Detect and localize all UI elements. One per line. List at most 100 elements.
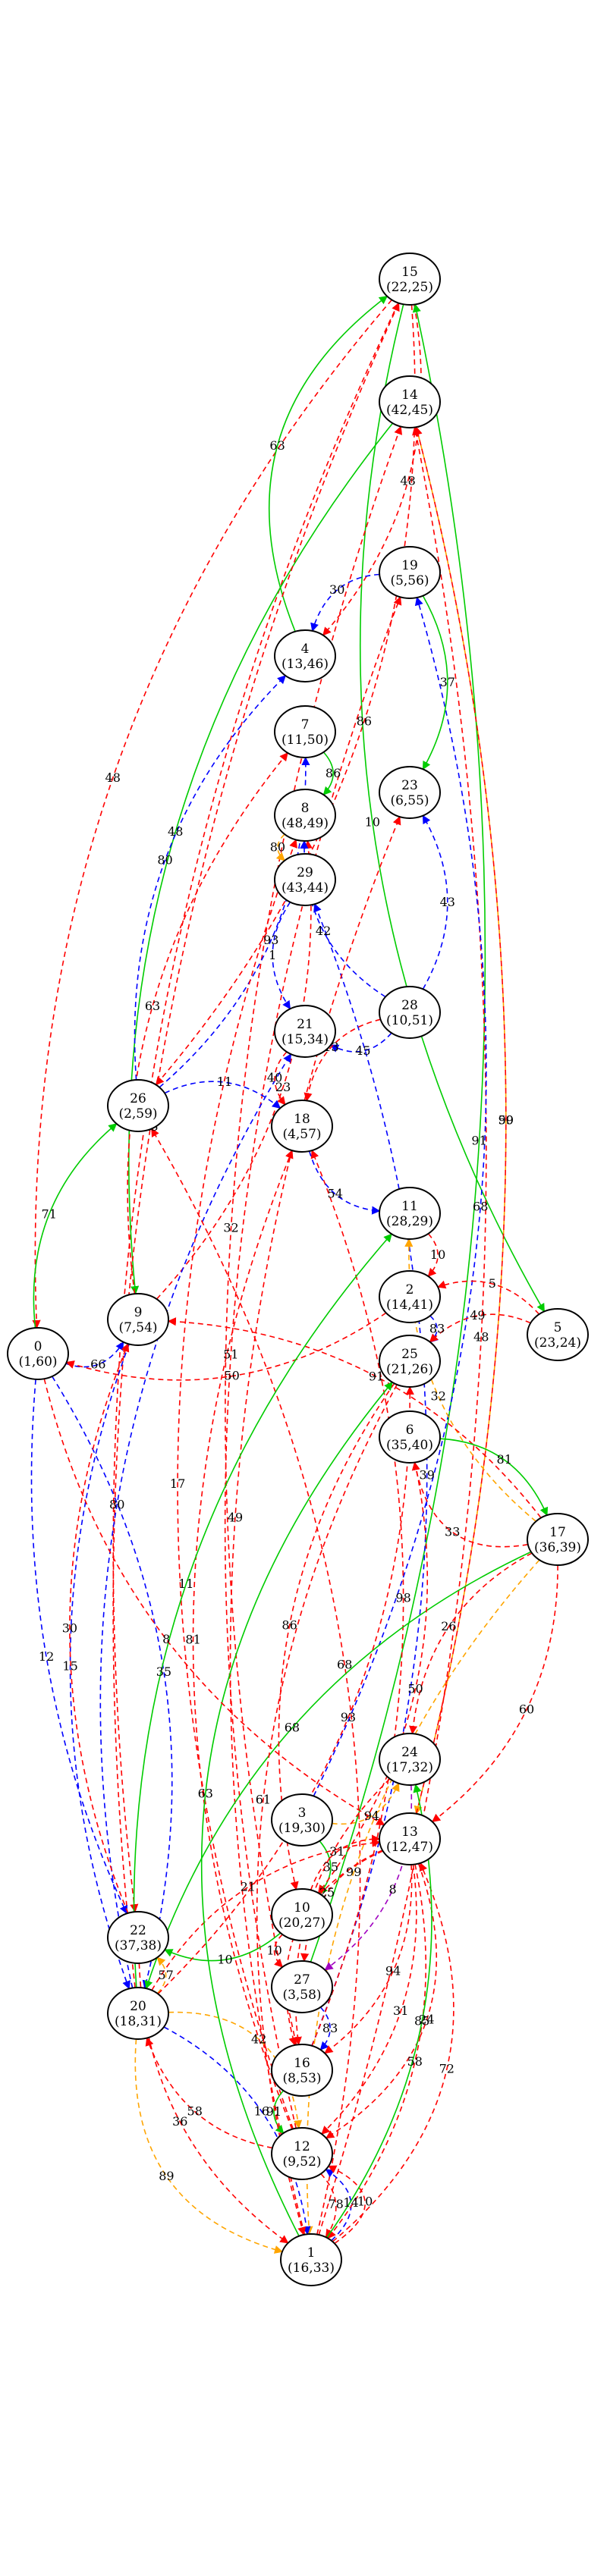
edge-17-to-1	[304, 1559, 540, 2236]
node-24-ellipse	[379, 1733, 441, 1786]
node-9-id: 9	[134, 1305, 143, 1320]
edge-16-to-29	[311, 903, 428, 2047]
edge-6-to-17	[439, 1438, 549, 1517]
node-14: 14(42,45)	[379, 375, 441, 428]
edge-21-to-18	[274, 1051, 288, 1106]
edge-label-1-to-24: 85	[414, 2014, 429, 2028]
node-8-range: (48,49)	[281, 816, 329, 831]
node-15-ellipse	[379, 253, 441, 306]
edge-20-to-22	[156, 1956, 167, 1994]
edge-label-1-to-25: 63	[198, 1786, 213, 1800]
edge-label-14-to-13: 99	[498, 1113, 514, 1128]
edge-29-to-21	[272, 902, 291, 1010]
edge-label-28-to-21: 45	[355, 1043, 370, 1058]
edge-label-26-to-7: 93	[263, 933, 278, 947]
edge-19-to-4	[310, 573, 380, 632]
node-12: 12(9,52)	[271, 2127, 333, 2180]
node-20-ellipse	[107, 1987, 169, 2040]
node-5: 5(23,24)	[527, 1308, 589, 1361]
node-4-range: (13,46)	[281, 657, 329, 672]
edge-label-9-to-7: 63	[145, 999, 160, 1013]
edge-0-to-22	[30, 1379, 127, 1915]
node-26-id: 26	[130, 1091, 146, 1106]
edge-27-to-15	[310, 303, 486, 1963]
edge-0-to-9	[65, 1341, 124, 1368]
node-27-ellipse	[271, 1960, 333, 2013]
edge-13-to-16	[324, 1864, 413, 2054]
node-27: 27(3,58)	[271, 1960, 333, 2013]
node-3: 3(19,30)	[271, 1793, 333, 1846]
edge-15-to-5	[360, 304, 546, 1313]
edge-15-to-22	[112, 303, 399, 1913]
edge-label-3-to-24: 94	[364, 1809, 379, 1823]
node-7-id: 7	[301, 717, 310, 733]
node-25-range: (21,26)	[386, 1362, 433, 1377]
node-10-id: 10	[294, 1900, 310, 1916]
edge-label-11-to-2: 10	[430, 1247, 445, 1262]
node-1-ellipse	[280, 2233, 342, 2286]
node-10-ellipse	[271, 1888, 333, 1941]
edge-label-12-to-8: 17	[170, 1476, 185, 1491]
node-7-ellipse	[274, 705, 336, 758]
edge-label-17-to-1: 99	[346, 1865, 361, 1879]
edge-label-0-to-20: 35	[156, 1665, 171, 1679]
edge-4-to-15	[268, 295, 388, 632]
edge-10-to-13	[310, 1834, 381, 1890]
edge-label-9-to-8: 23	[275, 1080, 291, 1094]
node-14-range: (42,45)	[386, 403, 433, 418]
edge-9-to-8	[156, 839, 313, 1300]
edge-1-to-12	[325, 2169, 352, 2242]
edge-label-13-to-1: 58	[407, 2054, 423, 2069]
node-18-ellipse	[271, 1100, 333, 1153]
edge-16-to-18	[310, 1150, 404, 2047]
node-15-id: 15	[401, 265, 418, 280]
edge-13-to-14	[414, 426, 507, 1815]
node-8-ellipse	[274, 789, 336, 842]
edge-12-to-8	[177, 839, 297, 2129]
edge-25-to-1	[256, 1384, 398, 2236]
edge-13-to-12	[321, 1864, 417, 2135]
node-10-range: (20,27)	[278, 1916, 326, 1931]
edge-label-16-to-18: 98	[395, 1591, 410, 1605]
edge-1-to-14	[318, 426, 487, 2236]
edge-label-16-to-29: 39	[420, 1467, 435, 1482]
node-11-range: (28,29)	[386, 1214, 433, 1229]
edge-label-10-to-27: 10	[266, 1944, 281, 1958]
node-18-range: (4,57)	[282, 1127, 321, 1142]
node-15-range: (22,25)	[386, 280, 433, 295]
edge-label-22-to-9: 30	[62, 1621, 77, 1636]
node-0-range: (1,60)	[18, 1354, 57, 1370]
edge-label-10-to-13: 31	[329, 1844, 344, 1859]
node-0-id: 0	[34, 1339, 42, 1354]
edge-label-17-to-9: 91	[369, 1369, 384, 1383]
node-17: 17(36,39)	[527, 1513, 589, 1566]
node-16-range: (8,53)	[282, 2071, 321, 2086]
edge-label-26-to-4: 80	[157, 853, 172, 868]
node-21-ellipse	[274, 1005, 336, 1058]
edge-label-4-to-15: 63	[269, 438, 285, 453]
node-11-id: 11	[401, 1199, 418, 1214]
edge-3-to-24	[332, 1782, 400, 1825]
edge-15-to-0	[32, 299, 393, 1329]
node-27-range: (3,58)	[282, 1988, 321, 2003]
node-13-ellipse	[379, 1812, 441, 1865]
node-20-range: (18,31)	[115, 2014, 162, 2029]
edge-25-to-10	[278, 1382, 395, 1890]
edge-5-to-2	[437, 1280, 540, 1315]
node-21-range: (15,34)	[281, 1032, 329, 1047]
edge-label-21-to-18: 40	[267, 1070, 282, 1084]
edge-label-20-to-22: 57	[158, 1968, 173, 1982]
edge-17-to-20	[144, 1551, 532, 1990]
node-21-id: 21	[297, 1017, 313, 1032]
edge-label-0-to-22: 12	[39, 1649, 54, 1664]
node-9: 9(7,54)	[107, 1293, 169, 1346]
edge-0-to-20	[52, 1376, 173, 1989]
node-21: 21(15,34)	[274, 1005, 336, 1058]
edge-label-15-to-26: 86	[357, 714, 372, 729]
node-13: 13(12,47)	[379, 1812, 441, 1865]
edge-label-12-to-20: 58	[187, 2104, 203, 2119]
edge-3-to-19	[313, 596, 487, 1796]
edge-label-6-to-17: 81	[497, 1452, 512, 1467]
edge-22-to-9	[69, 1343, 130, 1914]
node-12-id: 12	[294, 2139, 310, 2154]
